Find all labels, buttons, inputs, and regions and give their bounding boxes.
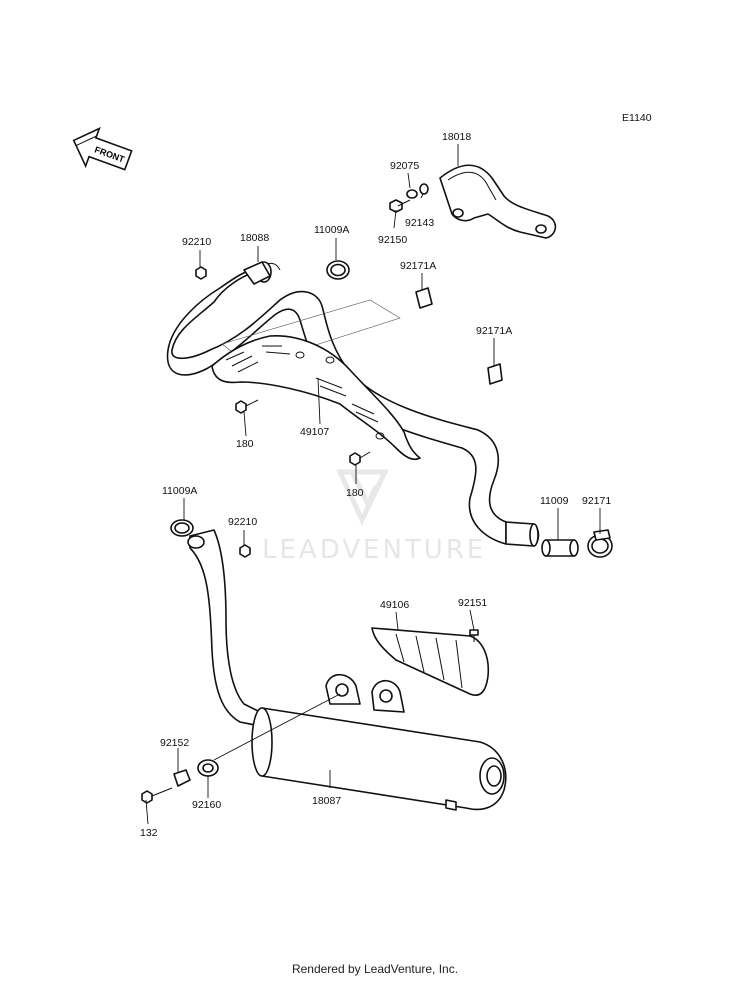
part-11009A-top-gasket	[326, 260, 350, 280]
part-18087-muffler	[251, 673, 507, 811]
callout-18018: 18018	[442, 131, 471, 143]
callout-92171A-b: 92171A	[476, 325, 512, 337]
mount-guide-line	[213, 693, 341, 761]
part-92151-screw	[469, 629, 479, 642]
part-11009A-lower-gasket	[170, 519, 194, 537]
part-18088-flange	[243, 261, 271, 285]
part-92210-top-nut	[195, 266, 207, 280]
part-92210-lower-nut	[239, 544, 251, 558]
callout-18087: 18087	[312, 795, 341, 807]
part-132-bolt	[141, 787, 173, 804]
callout-92171: 92171	[582, 495, 611, 507]
part-92075-nut	[406, 189, 418, 199]
part-180-bolt-a	[235, 399, 259, 414]
callout-92210-low: 92210	[228, 516, 257, 528]
callout-92171A-a: 92171A	[400, 260, 436, 272]
diagram-code: E1140	[622, 112, 652, 124]
callout-92160: 92160	[192, 799, 221, 811]
callout-11009A-low: 11009A	[162, 485, 197, 497]
callout-92210-top: 92210	[182, 236, 211, 248]
part-lower-head-pipe	[187, 529, 261, 727]
callout-132: 132	[140, 827, 158, 839]
callout-11009A-top: 11009A	[314, 224, 349, 236]
callout-49106: 49106	[380, 599, 409, 611]
callout-92075: 92075	[390, 160, 419, 172]
part-92152-washer	[173, 769, 191, 787]
callout-92143: 92143	[405, 217, 434, 229]
part-49107-heat-shield	[211, 335, 421, 461]
part-92160-grommet	[197, 759, 219, 777]
watermark-text: LEADVENTURE	[262, 535, 486, 565]
callout-92151: 92151	[458, 597, 487, 609]
part-92143-collar	[419, 183, 429, 195]
part-180-bolt-b	[349, 451, 371, 466]
part-49106-heat-shield	[371, 627, 490, 696]
callout-11009: 11009	[540, 495, 569, 507]
part-18018-bracket	[439, 164, 557, 239]
front-arrow-icon: FRONT	[72, 126, 133, 171]
callout-49107: 49107	[300, 426, 329, 438]
callout-180-a: 180	[236, 438, 254, 450]
callout-92152: 92152	[160, 737, 189, 749]
leader-lines	[145, 144, 601, 825]
callout-180-b: 180	[346, 487, 364, 499]
part-92150-bolt	[389, 199, 411, 213]
part-92171A-clip-a	[415, 287, 433, 309]
part-11009-gasket	[541, 539, 579, 557]
leadventure-watermark: LEADVENTURE	[262, 469, 486, 565]
footer-credit: Rendered by LeadVenture, Inc.	[291, 962, 459, 976]
callout-92150: 92150	[378, 234, 407, 246]
part-92171-clamp	[587, 529, 613, 558]
callout-18088: 18088	[240, 232, 269, 244]
part-92171A-clip-b	[487, 363, 503, 385]
